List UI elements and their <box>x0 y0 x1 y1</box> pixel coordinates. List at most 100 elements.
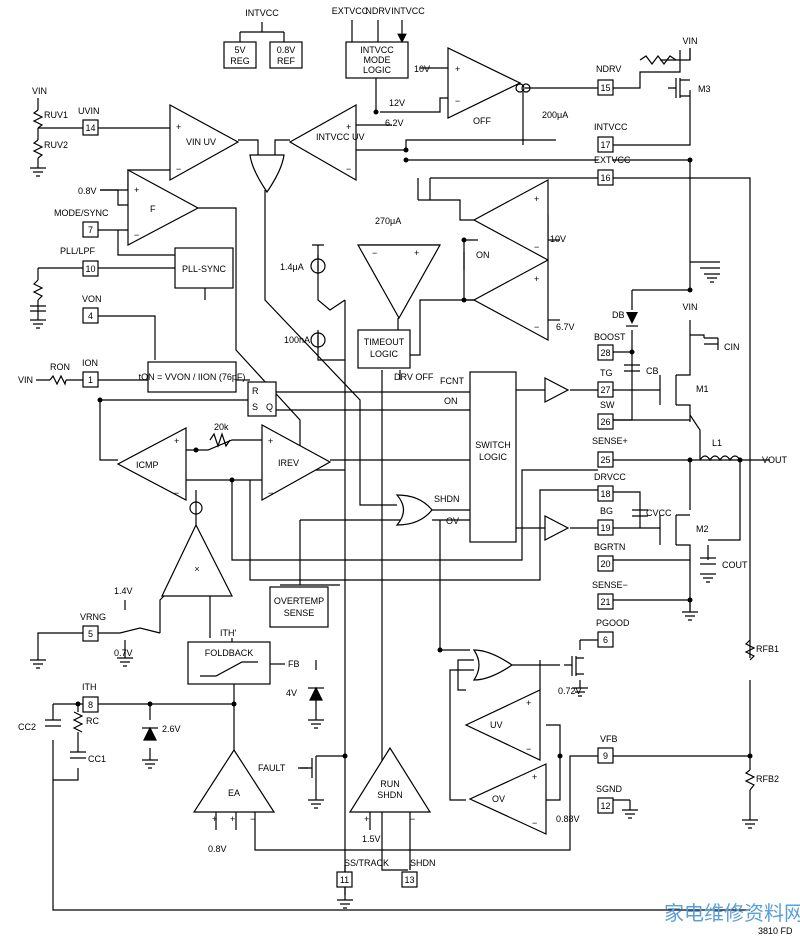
label-ruv2: RUV2 <box>44 140 68 150</box>
svg-text:REG: REG <box>230 56 250 66</box>
resistor-ruv2 <box>32 139 44 159</box>
label-100na: 100nA <box>284 335 310 345</box>
svg-text:F: F <box>150 204 156 214</box>
label-200ua: 200μA <box>542 110 568 120</box>
label-cvcc: CVCC <box>646 508 672 518</box>
comp-f: +− F <box>127 168 200 246</box>
amp-run-shdn: RUN SHDN +− <box>348 746 432 824</box>
block-overtemp: OVERTEMP SENSE <box>269 586 329 628</box>
label-db: DB <box>612 310 625 320</box>
diode-db <box>626 312 638 327</box>
svg-text:+: + <box>455 64 460 74</box>
comp-10v: +− <box>472 178 549 262</box>
svg-text:11: 11 <box>340 875 349 885</box>
label-shdn-or: SHDN <box>434 494 460 504</box>
label-on-switch: ON <box>476 250 490 260</box>
label-cin: CIN <box>724 342 740 352</box>
label-m2: M2 <box>696 524 709 534</box>
pin-17: 17 INTVCC <box>594 122 628 153</box>
current-source-100na <box>310 332 326 348</box>
comp-6.7v: +− <box>472 258 549 342</box>
label-intvcc-top: INTVCC <box>245 8 279 18</box>
svg-text:7: 7 <box>88 225 93 235</box>
resistor-ruv1 <box>32 109 44 129</box>
block-pll-sync: PLL-SYNC <box>174 247 234 289</box>
label-10v-b: 10V <box>550 234 566 244</box>
svg-text:−: − <box>532 818 537 828</box>
block-switch-logic: SWITCH LOGIC <box>469 371 517 543</box>
svg-text:19: 19 <box>600 523 610 533</box>
svg-text:EA: EA <box>228 788 240 798</box>
zener-4v <box>308 686 324 701</box>
svg-text:−: − <box>534 242 539 252</box>
pin-16: 16 EXTVCC <box>594 155 631 186</box>
pin-15: 15 NDRV <box>596 64 621 96</box>
svg-text:ITH: ITH <box>82 682 97 692</box>
svg-text:MODE: MODE <box>364 55 391 65</box>
svg-text:BG: BG <box>600 506 613 516</box>
svg-text:FOLDBACK: FOLDBACK <box>205 648 254 658</box>
comp-vin-uv: +− VIN UV <box>169 103 240 182</box>
svg-text:+: + <box>534 274 539 284</box>
label-m3: M3 <box>698 84 711 94</box>
comp-network <box>45 711 86 759</box>
block-rs-latch: R S Q <box>247 381 277 417</box>
svg-text:PGOOD: PGOOD <box>596 618 630 628</box>
label-ron: RON <box>50 362 70 372</box>
svg-text:SWITCH: SWITCH <box>475 440 511 450</box>
label-extvcc-top: EXTVCC <box>332 6 369 16</box>
cap-cin <box>704 337 718 345</box>
svg-text:INTVCC UV: INTVCC UV <box>316 132 365 142</box>
label-2.6v: 2.6V <box>162 724 181 734</box>
svg-text:+: + <box>212 814 217 824</box>
label-1.4ua: 1.4μA <box>280 262 304 272</box>
label-vin-top: VIN <box>682 36 697 46</box>
pin-25: 25 SENSE+ <box>592 436 628 468</box>
pin-12: 12 SGND <box>596 784 623 814</box>
comp-ov: +− OV <box>468 763 547 835</box>
svg-text:EXTVCC: EXTVCC <box>594 155 631 165</box>
ndrv-resistor <box>639 55 677 65</box>
svg-text:+: + <box>176 122 181 132</box>
watermark: 家电维修资料网 <box>664 901 800 925</box>
block-0.8v-ref: 0.8V REF <box>269 41 303 69</box>
block-ton: tON = VVON / IION (76pF) <box>139 361 245 393</box>
pin-20: 20 BGRTN <box>594 542 625 572</box>
label-6.2v: 6.2V <box>385 118 404 128</box>
label-rfb1: RFB1 <box>756 644 779 654</box>
cap-cout <box>700 557 716 565</box>
part-number: 3810 FD <box>758 926 793 936</box>
svg-text:25: 25 <box>600 455 610 465</box>
driver-top <box>544 377 570 403</box>
label-cc2: CC2 <box>18 722 36 732</box>
svg-text:1: 1 <box>88 375 93 385</box>
mosfet-pgood <box>564 656 584 676</box>
label-12v: 12V <box>389 98 405 108</box>
svg-text:UVIN: UVIN <box>78 106 100 116</box>
block-foldback: FOLDBACK <box>187 641 271 685</box>
comp-icmp: +− ICMP <box>116 427 187 501</box>
resistor-ron <box>49 374 67 386</box>
pin-26: 26 SW <box>597 400 615 430</box>
label-off: OFF <box>473 116 491 126</box>
pin-1: 1 ION <box>82 358 99 388</box>
block-5v-reg: 5V REG <box>223 41 257 69</box>
label-intvcc-top2: INTVCC <box>391 6 425 16</box>
svg-text:−: − <box>346 164 351 174</box>
svg-text:ION: ION <box>82 358 98 368</box>
svg-text:SW: SW <box>600 400 615 410</box>
svg-text:LOGIC: LOGIC <box>363 65 392 75</box>
label-cc1: CC1 <box>88 754 106 764</box>
svg-text:REF: REF <box>277 56 296 66</box>
label-6.7v: 6.7V <box>556 322 575 332</box>
pin-27: 27 TG <box>597 368 614 398</box>
block-mode-logic: INTVCC MODE LOGIC <box>345 41 409 79</box>
svg-text:13: 13 <box>404 875 414 885</box>
svg-text:+: + <box>134 185 139 195</box>
label-0.7v: 0.7V <box>114 648 133 658</box>
label-cout: COUT <box>722 560 748 570</box>
label-4v: 4V <box>286 688 297 698</box>
svg-text:+: + <box>532 772 537 782</box>
pin-5: 5 VRNG <box>80 612 106 642</box>
pin-7: 7 MODE/SYNC <box>54 208 109 238</box>
